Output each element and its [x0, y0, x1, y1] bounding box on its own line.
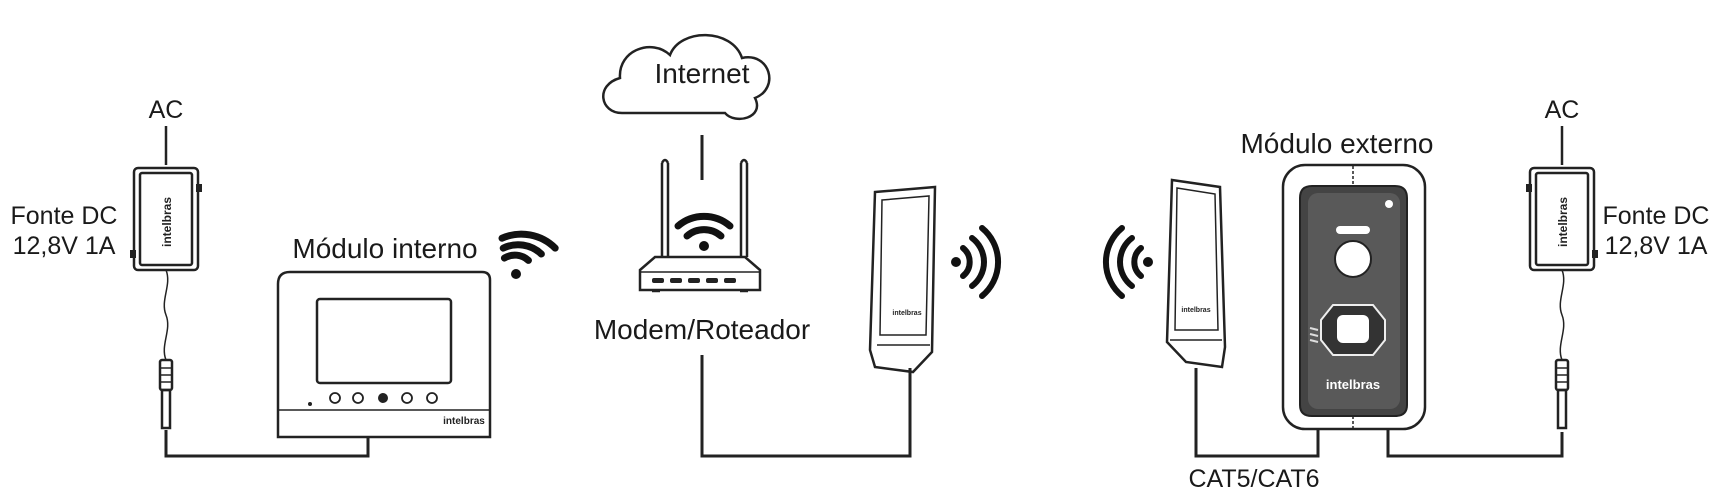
intercom-brand: intelbras: [443, 416, 485, 427]
psu-right-line2: 12,8V 1A: [1605, 232, 1708, 260]
antenna-left-brand: intelbras: [892, 310, 921, 317]
internet-label: Internet: [655, 58, 750, 89]
psu-left-brand: intelbras: [160, 197, 174, 247]
psu-right-line1: Fonte DC: [1603, 202, 1710, 230]
wifi-icon: [498, 230, 559, 279]
door-station-icon: intelbras: [1281, 163, 1427, 431]
modem-label: Modem/Roteador: [594, 314, 810, 345]
wifi-icon: [951, 225, 1001, 299]
video-intercom-icon: intelbras: [276, 270, 492, 439]
power-supply-icon: intelbras: [130, 166, 202, 272]
power-supply-icon: intelbras: [1526, 166, 1598, 272]
antenna-icon: intelbras: [1165, 178, 1227, 369]
internal-module-label: Módulo interno: [292, 233, 477, 264]
antenna-icon: intelbras: [868, 185, 937, 374]
cable-label: CAT5/CAT6: [1188, 465, 1319, 493]
dc-right-cable: [1559, 269, 1565, 361]
module-psu-right-cable: [1386, 430, 1564, 458]
wifi-icon: [674, 212, 734, 251]
wifi-icon: [1103, 225, 1153, 299]
cloud-icon: [602, 33, 771, 121]
psu-module-left-cable: [164, 430, 370, 458]
door-station-brand: intelbras: [1326, 377, 1380, 392]
psu-right-brand: intelbras: [1556, 197, 1570, 247]
dc-plug-icon: [1554, 358, 1570, 430]
psu-left-line2: 12,8V 1A: [13, 232, 116, 260]
psu-left-line1: Fonte DC: [11, 202, 118, 230]
antenna-right-brand: intelbras: [1181, 307, 1210, 314]
dc-plug-icon: [158, 358, 174, 430]
external-module-label: Módulo externo: [1240, 128, 1433, 159]
router-icon: [638, 158, 762, 293]
dc-left-cable: [163, 269, 169, 361]
ac-left-label: AC: [149, 96, 184, 124]
antenna-module-cable: [1194, 368, 1320, 458]
router-antenna-cable: [700, 355, 912, 458]
ac-right-label: AC: [1545, 96, 1580, 124]
